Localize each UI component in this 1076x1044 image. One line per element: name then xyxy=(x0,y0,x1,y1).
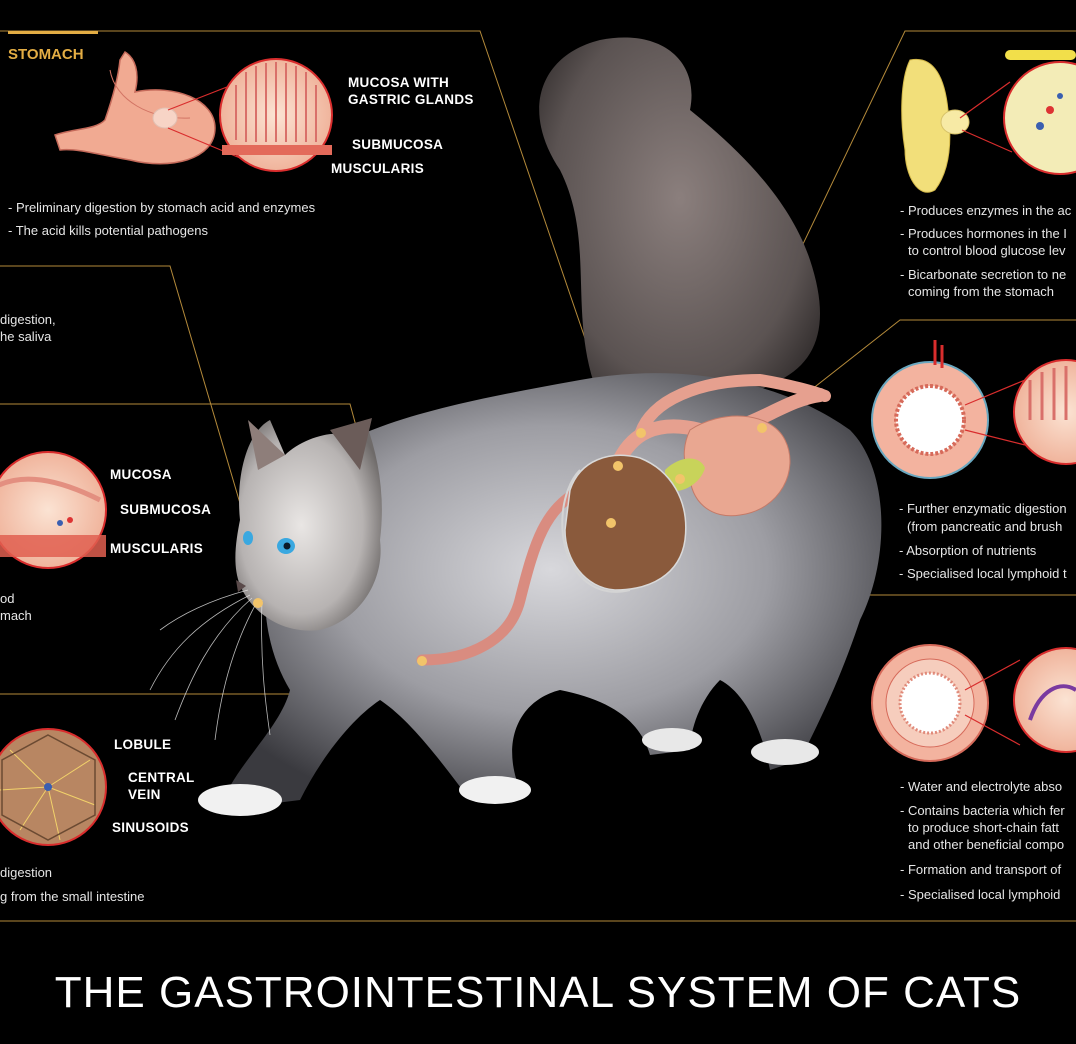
small-intestine-bullet-1: - Further enzymatic digestion xyxy=(899,501,1067,516)
mouth-bullet-2: he saliva xyxy=(0,329,52,344)
cat-pupil-left xyxy=(283,542,291,550)
pancreas-bullet-3b: coming from the stomach xyxy=(908,284,1054,299)
liver-label-vein: VEIN xyxy=(128,787,161,802)
liver-bullet-2: g from the small intestine xyxy=(0,889,145,904)
pancreas-illustration xyxy=(901,50,1076,193)
marker-liver xyxy=(606,518,616,528)
pancreas-bullet-3: - Bicarbonate secretion to ne xyxy=(900,267,1067,282)
pancreas-bullet-1: - Produces enzymes in the ac xyxy=(900,203,1072,218)
stomach-label-mucosa: MUCOSA WITH xyxy=(348,75,450,90)
stomach-label-muscularis: MUSCULARIS xyxy=(331,161,424,176)
large-intestine-bullet-1: - Water and electrolyte abso xyxy=(900,779,1063,794)
stomach-wall-detail xyxy=(219,58,333,172)
pancreas-organ xyxy=(665,458,705,492)
stomach-label-gastric-glands: GASTRIC GLANDS xyxy=(348,92,474,107)
marker-duodenum xyxy=(636,428,646,438)
small-intestine-bullet-1b: (from pancreatic and brush xyxy=(907,519,1063,534)
frame-lines xyxy=(0,30,1076,922)
large-intestine-bullet-2b: to produce short-chain fatt xyxy=(908,820,1060,835)
stomach-callout-line xyxy=(167,84,233,111)
small-intestine-callout-line xyxy=(964,379,1026,406)
large-intestine-bullet-3: - Formation and transport of xyxy=(900,862,1062,877)
liver-organ xyxy=(564,454,687,591)
cat-back-paw-2 xyxy=(751,739,819,765)
stomach-illustration xyxy=(54,50,216,165)
marker-stomach xyxy=(613,461,623,471)
cat-nose xyxy=(236,580,246,592)
pancreas-callout-line-2 xyxy=(961,129,1013,153)
organ-markers xyxy=(253,423,767,666)
pancreas-callout-line xyxy=(959,81,1011,119)
large-intestine-bullet-2: - Contains bacteria which fer xyxy=(900,803,1065,818)
cat-ear-right xyxy=(330,418,372,470)
liver-bullet-1: digestion xyxy=(0,865,53,880)
small-intestine-callout-line-2 xyxy=(964,429,1026,446)
liver-label-lobule: LOBULE xyxy=(114,737,172,752)
cat-head xyxy=(235,420,382,631)
duodenum-tube xyxy=(634,373,831,441)
large-intestine-callout-line-2 xyxy=(964,714,1021,746)
cat-whiskers xyxy=(149,589,271,741)
large-intestine-bullet-2c: and other beneficial compo xyxy=(908,837,1065,852)
stomach-label-submucosa: SUBMUCOSA xyxy=(352,137,444,152)
stomach-bullet-2: - The acid kills potential pathogens xyxy=(8,223,208,238)
esophagus-label-submucosa: SUBMUCOSA xyxy=(120,502,212,517)
esophagus-bullet-2: mach xyxy=(0,608,32,623)
cat-front-paw-2 xyxy=(459,776,531,804)
cat-ear-left xyxy=(248,420,285,470)
large-intestine-detail xyxy=(871,644,1076,762)
large-intestine-bullet-4: - Specialised local lymphoid xyxy=(900,887,1061,902)
pancreas-bullet-2: - Produces hormones in the I xyxy=(900,226,1067,241)
small-intestine-bullet-3: - Specialised local lymphoid t xyxy=(899,566,1067,581)
esophagus-label-muscularis: MUSCULARIS xyxy=(110,541,203,556)
cat-eye-right-icon xyxy=(243,531,253,545)
esophagus-tube xyxy=(416,484,586,666)
liver-label-sinusoids: SINUSOIDS xyxy=(112,820,189,835)
pancreas-bullet-2b: to control blood glucose lev xyxy=(908,243,1066,258)
cat-front-paw xyxy=(198,784,282,816)
esophagus-wall-detail xyxy=(0,451,107,569)
cat-back-paw xyxy=(642,728,702,752)
marker-pancreas xyxy=(675,474,685,484)
small-intestine-detail xyxy=(871,340,1076,479)
marker-small-intestine xyxy=(757,423,767,433)
stomach-bullet-1: - Preliminary digestion by stomach acid … xyxy=(8,200,316,215)
page-title: THE GASTROINTESTINAL SYSTEM OF CATS xyxy=(54,968,1022,1017)
esophagus-bullet-1: od xyxy=(0,591,15,606)
stomach-header: STOMACH xyxy=(8,46,84,63)
liver-lobule-detail xyxy=(0,728,107,846)
small-intestine-bullet-2: - Absorption of nutrients xyxy=(899,543,1037,558)
liver-label-central: CENTRAL xyxy=(128,770,195,785)
marker-mouth xyxy=(253,598,263,608)
stomach-header-bar xyxy=(8,31,98,34)
marker-esophagus xyxy=(417,656,427,666)
cat-tail xyxy=(539,37,820,440)
liver-rim xyxy=(561,469,631,593)
esophagus-label-mucosa: MUCOSA xyxy=(110,467,172,482)
large-intestine-callout-line xyxy=(964,659,1021,691)
mouth-bullet-1: digestion, xyxy=(0,312,56,327)
